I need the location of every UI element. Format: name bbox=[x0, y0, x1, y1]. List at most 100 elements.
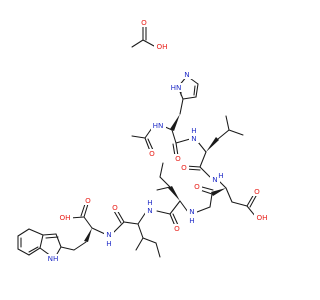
acetic-acid bbox=[131, 26, 155, 48]
bond bbox=[225, 115, 230, 131]
stereo-wedge bbox=[168, 186, 180, 201]
label-bg bbox=[104, 230, 114, 239]
bond bbox=[131, 135, 146, 139]
bond bbox=[182, 96, 197, 100]
bond bbox=[113, 210, 122, 224]
leu-o-label: O bbox=[181, 163, 187, 172]
leu-asp-n-label: N bbox=[212, 175, 217, 184]
label-bg bbox=[168, 83, 183, 92]
bond bbox=[42, 233, 57, 236]
label-bg bbox=[83, 196, 93, 205]
label-bg bbox=[182, 70, 192, 79]
label-bg bbox=[147, 149, 157, 158]
label-bg bbox=[210, 175, 220, 184]
label-bg bbox=[192, 182, 202, 191]
label-bg bbox=[145, 206, 155, 215]
label-bg bbox=[189, 134, 199, 143]
ile2-trp-n-label: N bbox=[106, 230, 111, 239]
bond bbox=[195, 83, 199, 98]
bond bbox=[179, 98, 184, 115]
acetyl-o-label: O bbox=[149, 149, 155, 158]
acetyl-nh-label: HN bbox=[153, 121, 164, 130]
bond bbox=[28, 247, 41, 256]
bond bbox=[179, 200, 189, 213]
trp-acid-oh-label: OH bbox=[59, 213, 70, 222]
asp-acid-o-label: O bbox=[254, 187, 260, 196]
bond bbox=[231, 201, 248, 207]
leu-asp-h-label: H bbox=[218, 171, 223, 180]
bond bbox=[142, 237, 157, 244]
bond bbox=[28, 246, 39, 253]
stereo-wedge bbox=[211, 188, 226, 196]
bond bbox=[137, 211, 147, 225]
label-bg bbox=[252, 187, 262, 196]
bond bbox=[135, 237, 144, 251]
indole-ring bbox=[17, 228, 62, 257]
label-bg bbox=[254, 213, 269, 222]
isoleucine-residue-1 bbox=[156, 162, 189, 227]
bond bbox=[83, 216, 93, 229]
asp-ile-h-label: H bbox=[189, 216, 194, 225]
bond bbox=[217, 129, 230, 140]
trp-acid-o-label: O bbox=[85, 196, 91, 205]
imidazole-n-label: N bbox=[184, 70, 189, 79]
leucine-residue bbox=[185, 115, 244, 178]
label-bg bbox=[110, 203, 120, 212]
structure-diagram: O OH N HN HN O O N H O N H O OH O N H O … bbox=[17, 18, 269, 263]
bond bbox=[172, 213, 179, 226]
imidazole-hn-label: HN bbox=[171, 83, 182, 92]
bond bbox=[39, 234, 44, 249]
bond bbox=[249, 195, 257, 208]
isoleucine-residue-2 bbox=[113, 209, 161, 258]
bond bbox=[144, 137, 151, 152]
aspartic-acid-residue bbox=[196, 179, 257, 218]
bond bbox=[175, 142, 179, 157]
ile1-o-label: O bbox=[174, 224, 180, 233]
bond bbox=[196, 206, 211, 213]
bond bbox=[209, 193, 213, 208]
stereo-wedge bbox=[206, 137, 219, 152]
bond bbox=[142, 39, 155, 47]
bond bbox=[147, 138, 154, 151]
stereo-wedge bbox=[84, 228, 92, 242]
label-bg bbox=[172, 224, 182, 233]
bond bbox=[159, 176, 171, 188]
bond bbox=[159, 162, 164, 178]
bond bbox=[17, 228, 30, 237]
bond bbox=[28, 228, 44, 236]
bond bbox=[169, 200, 181, 215]
label-bg bbox=[139, 18, 149, 27]
bond bbox=[131, 39, 144, 48]
label-bg bbox=[46, 254, 61, 263]
bond bbox=[45, 236, 59, 239]
bond bbox=[123, 221, 139, 225]
label-bg bbox=[173, 154, 183, 163]
bond bbox=[17, 248, 30, 256]
bond bbox=[80, 203, 86, 217]
bond bbox=[144, 127, 153, 139]
bond bbox=[55, 233, 62, 248]
atom-labels: O OH N HN HN O O N H O N H O OH O N H O … bbox=[46, 18, 269, 263]
bond bbox=[113, 221, 125, 233]
label-bg bbox=[179, 163, 189, 172]
bond bbox=[197, 141, 207, 153]
bond bbox=[155, 242, 161, 258]
bond bbox=[199, 151, 207, 168]
ile2-trp-h-label: H bbox=[106, 239, 111, 248]
label-bg bbox=[58, 213, 73, 222]
bond bbox=[156, 210, 171, 215]
bond bbox=[156, 186, 171, 191]
tryptophan-residue bbox=[60, 203, 106, 251]
bond bbox=[193, 85, 196, 96]
asp-ile-n-label: N bbox=[189, 207, 194, 216]
bond bbox=[91, 227, 106, 235]
stereo-wedge bbox=[170, 114, 180, 131]
ile2-o-label: O bbox=[112, 203, 118, 212]
bond bbox=[83, 203, 89, 218]
bond bbox=[60, 246, 75, 251]
acetic-acid-oh-label: OH bbox=[156, 42, 167, 51]
his-o-label: O bbox=[175, 154, 181, 163]
his-leu-h-label: H bbox=[191, 126, 196, 135]
ile1-ile2-h-label: H bbox=[147, 198, 152, 207]
bond bbox=[228, 129, 244, 136]
